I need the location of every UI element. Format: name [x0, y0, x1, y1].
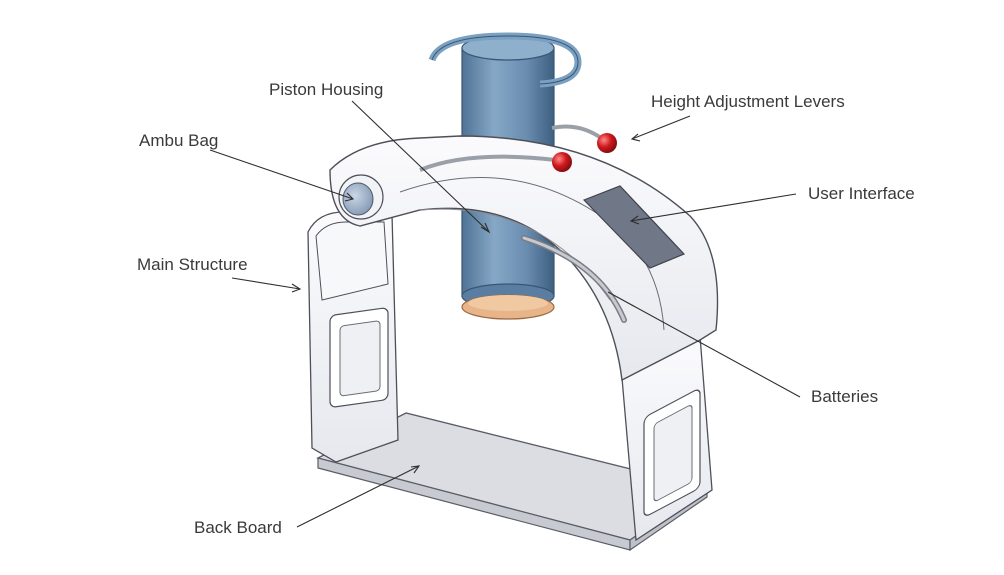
label-batteries: Batteries — [811, 387, 879, 406]
ambu-bag — [338, 174, 384, 220]
height-adjustment-levers — [419, 124, 617, 172]
arrowhead-levers — [630, 133, 641, 142]
arrowhead-ui — [629, 215, 640, 225]
label-user-interface: User Interface — [808, 184, 915, 203]
arrowhead-main — [291, 283, 302, 293]
label-height-adjustment-levers: Height Adjustment Levers — [651, 92, 845, 111]
label-ambu-bag: Ambu Bag — [139, 131, 219, 150]
main-structure-right-leg — [621, 334, 713, 542]
lever-knob-back — [597, 133, 617, 153]
label-piston-housing: Piston Housing — [269, 80, 384, 99]
main-structure-left-leg — [307, 211, 399, 463]
leader-height-levers — [631, 115, 691, 140]
lever-knob-front — [552, 152, 572, 172]
leader-main-structure — [231, 277, 301, 290]
leader-back-board — [296, 465, 420, 528]
arrowhead-ambu — [344, 192, 355, 202]
leader-user-interface — [630, 193, 797, 222]
label-main-structure: Main Structure — [137, 255, 248, 274]
leader-lines — [209, 100, 801, 528]
user-interface-panel — [582, 185, 686, 269]
arrowhead-piston — [480, 222, 491, 234]
leader-piston-housing — [351, 100, 490, 233]
arrowhead-back — [410, 465, 421, 474]
leader-batteries — [607, 291, 801, 398]
leader-ambu-bag — [209, 149, 354, 200]
label-back-board: Back Board — [194, 518, 282, 537]
batteries — [521, 235, 627, 323]
